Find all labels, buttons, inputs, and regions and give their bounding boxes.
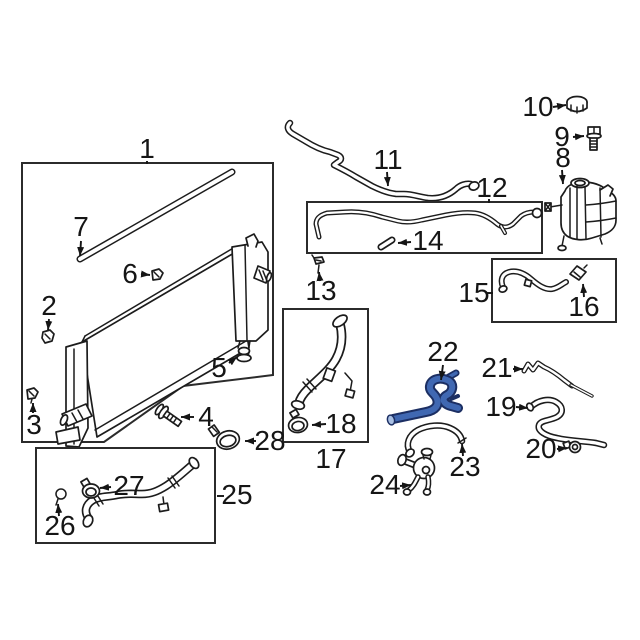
callout-18: 18 xyxy=(325,408,356,439)
callout-10: 10 xyxy=(522,91,553,122)
callout-28: 28 xyxy=(254,425,285,456)
callout-26-arrow xyxy=(55,503,63,517)
callout-11-arrow xyxy=(383,171,391,187)
callout-26: 26 xyxy=(44,510,75,541)
connector-16-part xyxy=(569,264,588,281)
clamp-18-part xyxy=(287,408,309,434)
clip-6-part xyxy=(151,268,164,281)
callout-8: 8 xyxy=(555,142,571,173)
bolt-13-part xyxy=(311,254,325,274)
callout-5: 5 xyxy=(211,352,227,383)
callout-10-arrow xyxy=(552,102,567,110)
drain-plug-5-part xyxy=(236,346,252,363)
callout-13-arrow xyxy=(316,271,324,282)
callout-21: 21 xyxy=(481,352,512,383)
callout-4: 4 xyxy=(198,401,214,432)
callout-7: 7 xyxy=(73,211,89,242)
callout-3: 3 xyxy=(26,409,42,440)
callout-22: 22 xyxy=(427,336,458,367)
callout-5-arrow xyxy=(227,356,238,366)
callout-20-arrow xyxy=(556,445,568,453)
callout-19-arrow xyxy=(515,403,529,411)
callout-8-arrow xyxy=(558,169,566,185)
callout-13: 13 xyxy=(305,275,336,306)
callout-6-arrow xyxy=(140,270,151,278)
hose-25-box-outline xyxy=(35,447,216,544)
screw-4-part xyxy=(154,403,183,428)
clip-2-part xyxy=(41,329,55,344)
callout-2-arrow xyxy=(45,318,53,331)
callout-27-arrow xyxy=(99,483,112,491)
clip-3-part xyxy=(26,387,39,404)
hose-22-highlighted-part xyxy=(386,369,463,426)
hose-12-box-outline xyxy=(306,201,543,254)
callout-15: 15 xyxy=(458,277,489,308)
radiator-seal-part xyxy=(76,168,236,263)
coolant-reservoir-8-part xyxy=(544,177,617,252)
callout-2: 2 xyxy=(41,290,57,321)
callout-27: 27 xyxy=(113,470,144,501)
clamp-27-part xyxy=(80,477,101,499)
hose-25-part xyxy=(81,456,200,528)
radiator-assembly-group xyxy=(21,162,274,448)
bolt-9-part xyxy=(586,126,602,151)
callout-24: 24 xyxy=(369,469,400,500)
hose-23-part xyxy=(404,422,467,458)
callout-7-arrow xyxy=(77,240,85,257)
cap-10-part xyxy=(566,95,588,114)
callout-14: 14 xyxy=(412,225,443,256)
radiator-part xyxy=(55,233,273,448)
hose-21-part xyxy=(521,360,594,398)
callout-24-arrow xyxy=(399,482,412,490)
hose-17-box-outline xyxy=(282,308,369,443)
clamp-28-part xyxy=(207,424,241,451)
callouts: 1 2 3 4 5 6 7 8 9 10 11 12 13 14 15 16 1 xyxy=(26,91,599,541)
callout-9: 9 xyxy=(554,121,570,152)
callout-9-arrow xyxy=(572,133,585,141)
hose-15-part xyxy=(498,268,569,293)
o-ring-26-part xyxy=(55,488,67,506)
thermostat-housing-24-part xyxy=(396,447,436,496)
callout-18-arrow xyxy=(311,420,327,428)
hose-25-group xyxy=(35,447,216,544)
hose-12-group xyxy=(306,201,543,254)
connector-14-part xyxy=(377,236,396,251)
callout-12: 12 xyxy=(476,172,507,203)
callout-14-arrow xyxy=(397,238,412,246)
hose-11-part xyxy=(284,119,480,202)
callout-11: 11 xyxy=(373,144,402,175)
callout-17: 17 xyxy=(315,443,346,474)
callout-6: 6 xyxy=(122,258,138,289)
hose-17-group xyxy=(282,308,369,443)
callout-1: 1 xyxy=(139,133,155,164)
hose-17-part xyxy=(290,314,356,411)
hose-12-part xyxy=(313,207,543,240)
callout-25: 25 xyxy=(221,479,252,510)
callout-22-arrow xyxy=(438,364,446,381)
callout-16-arrow xyxy=(580,283,588,298)
callout-20: 20 xyxy=(525,433,556,464)
hose-15-group xyxy=(491,258,617,323)
callout-23-arrow xyxy=(459,443,467,457)
callout-23: 23 xyxy=(449,451,480,482)
hose-15-box-outline xyxy=(491,258,617,323)
callout-19: 19 xyxy=(485,391,516,422)
clamp-20-part xyxy=(562,440,582,454)
